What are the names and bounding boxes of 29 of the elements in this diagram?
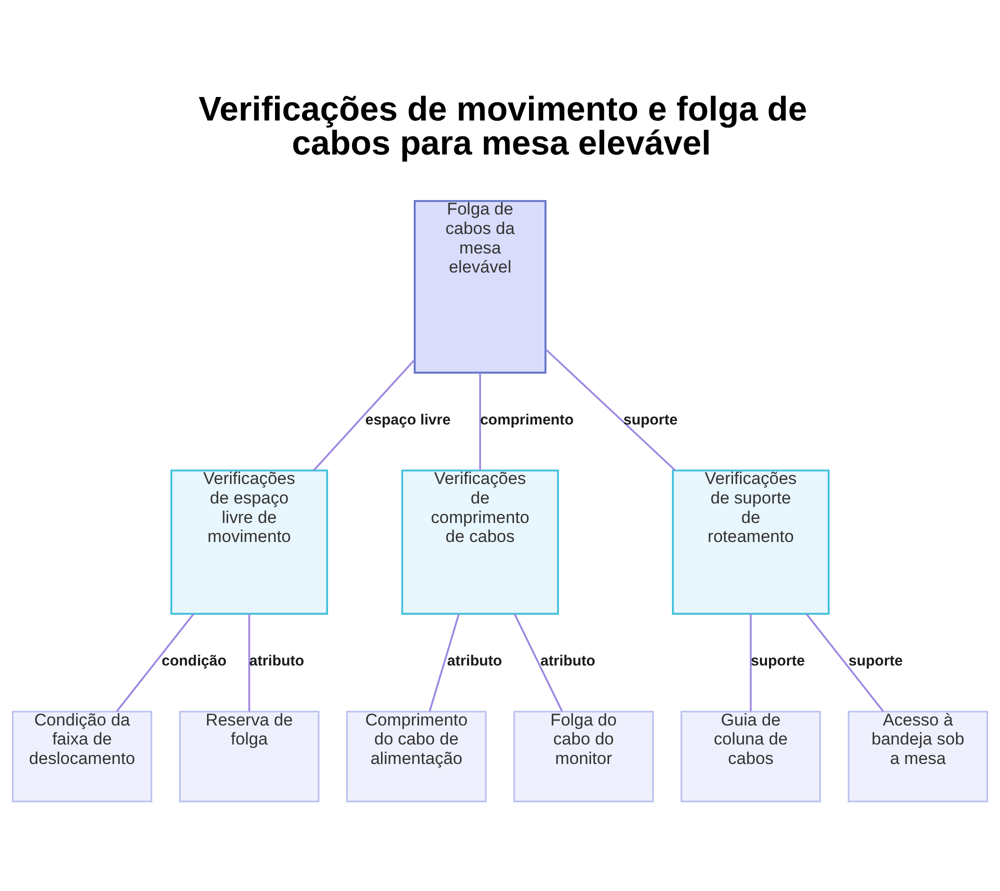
connector [806,613,884,712]
edge-label: condição [162,653,227,670]
node-box: Guia de coluna de cabos [680,710,821,802]
connector [313,359,416,471]
connector [514,614,563,712]
node-box: Condição da faixa de deslocamento [12,710,152,802]
edge-label: suporte [623,412,678,428]
connector [428,614,460,712]
edge-label: suporte [750,653,805,670]
connector [248,614,250,712]
node-box: Reserva de folga [179,710,320,802]
edge-label: atributo [249,653,304,670]
node-box: Verificações de espaço livre de movimento [170,470,328,615]
node-box: Acesso à bandeja sob a mesa [848,710,988,802]
diagram-title: Verificações de movimento e folga de cabos para mesa elevável [198,90,808,162]
node-box: Folga do cabo do monitor [513,710,654,802]
node-box: Folga de cabos da mesa elevável [414,200,546,374]
edge-label: atributo [447,653,502,670]
connector [116,613,194,712]
edge-label: comprimento [480,412,574,428]
connector [479,372,482,470]
edge-label: espaço livre [365,412,451,428]
node-box: Verificações de comprimento de cabos [401,470,559,615]
node-box: Verificações de suporte de roteamento [672,470,830,615]
edge-label: suporte [848,653,903,670]
edge-label: atributo [540,653,596,670]
connector [545,348,676,472]
node-box: Comprimento do cabo de alimentação [346,710,487,802]
connector [750,614,752,712]
